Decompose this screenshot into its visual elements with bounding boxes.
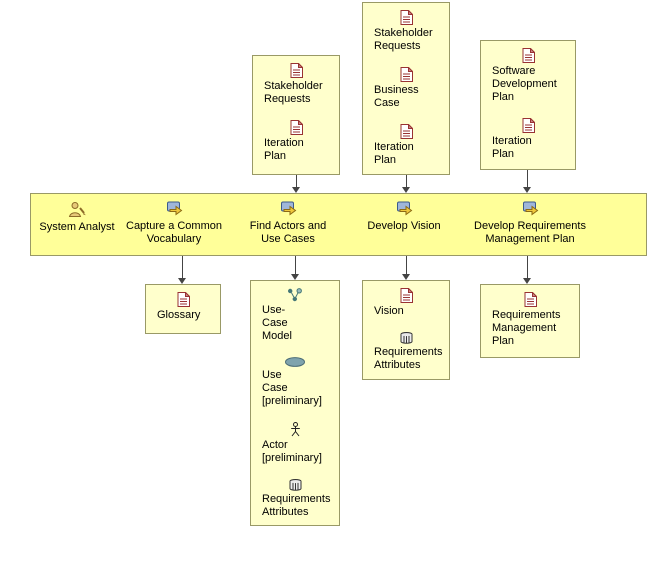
output-artifacts-box-vision: Vision Requirements Attributes bbox=[362, 280, 450, 380]
input-artifacts-box-req-mgmt-plan: Software Development Plan Iteration Plan bbox=[480, 40, 576, 170]
attributes-table-icon bbox=[400, 332, 413, 344]
output-artifacts-box-req-mgmt-plan: Requirements Management Plan bbox=[480, 284, 580, 358]
role-person-icon bbox=[67, 201, 87, 217]
document-icon bbox=[400, 124, 413, 139]
artifact-stakeholder-requests[interactable]: Stakeholder Requests bbox=[253, 63, 339, 106]
artifact-label: Business Case bbox=[374, 84, 419, 109]
activity-band bbox=[30, 193, 647, 256]
document-icon bbox=[400, 288, 413, 303]
artifact-label: Actor [preliminary] bbox=[262, 439, 322, 464]
document-icon bbox=[290, 120, 303, 135]
artifact-label: Use Case [preliminary] bbox=[262, 369, 322, 407]
activity-label: Develop Requirements Management Plan bbox=[474, 220, 586, 245]
artifact-use-case-preliminary[interactable]: Use Case [preliminary] bbox=[251, 357, 339, 408]
document-icon bbox=[522, 118, 535, 133]
activity-capture-a-common-vocabulary[interactable]: Capture a Common Vocabulary bbox=[126, 201, 222, 246]
artifact-label: Requirements Management Plan bbox=[492, 309, 561, 347]
artifact-iteration-plan[interactable]: Iteration Plan bbox=[363, 124, 449, 167]
flow-arrow-output-req-mgmt-plan bbox=[523, 256, 532, 284]
document-icon bbox=[400, 67, 413, 82]
flow-arrow-input-find-actors bbox=[292, 175, 301, 193]
use-case-model-icon bbox=[287, 288, 303, 302]
artifact-use-case-model[interactable]: Use-Case Model bbox=[251, 288, 339, 343]
flow-arrow-input-develop-vision bbox=[402, 175, 411, 193]
role-label: System Analyst bbox=[39, 221, 115, 233]
task-icon bbox=[278, 201, 298, 216]
actor-icon bbox=[290, 422, 301, 437]
artifact-requirements-attributes[interactable]: Requirements Attributes bbox=[363, 332, 449, 372]
artifact-business-case[interactable]: Business Case bbox=[363, 67, 449, 110]
artifact-label: Requirements Attributes bbox=[374, 346, 443, 371]
activity-label: Find Actors and Use Cases bbox=[249, 220, 327, 245]
input-artifacts-box-develop-vision: Stakeholder Requests Business Case Itera… bbox=[362, 2, 450, 175]
activity-label: Capture a Common Vocabulary bbox=[126, 220, 222, 245]
artifact-vision[interactable]: Vision bbox=[363, 288, 449, 318]
attributes-table-icon bbox=[289, 479, 302, 491]
flow-arrow-input-req-mgmt-plan bbox=[523, 170, 532, 193]
output-artifacts-box-use-case-model: Use-Case Model Use Case [preliminary] Ac… bbox=[250, 280, 340, 526]
artifact-label: Use-Case Model bbox=[262, 304, 292, 342]
artifact-software-development-plan[interactable]: Software Development Plan bbox=[481, 48, 575, 104]
artifact-label: Software Development Plan bbox=[492, 65, 557, 103]
document-icon bbox=[290, 63, 303, 78]
task-icon bbox=[164, 201, 184, 216]
artifact-requirements-attributes[interactable]: Requirements Attributes bbox=[251, 479, 339, 519]
artifact-requirements-management-plan[interactable]: Requirements Management Plan bbox=[481, 292, 579, 348]
document-icon bbox=[522, 48, 535, 63]
flow-arrow-output-vision bbox=[402, 256, 411, 280]
artifact-glossary[interactable]: Glossary bbox=[146, 292, 220, 322]
artifact-label: Stakeholder Requests bbox=[374, 27, 433, 52]
role-system-analyst[interactable]: System Analyst bbox=[34, 201, 120, 234]
use-case-ellipse-icon bbox=[285, 357, 305, 367]
activity-find-actors-and-use-cases[interactable]: Find Actors and Use Cases bbox=[242, 201, 334, 246]
artifact-label: Iteration Plan bbox=[264, 137, 304, 162]
flow-arrow-output-glossary bbox=[178, 256, 187, 284]
input-artifacts-box-find-actors: Stakeholder Requests Iteration Plan bbox=[252, 55, 340, 175]
activity-label: Develop Vision bbox=[367, 220, 441, 232]
artifact-iteration-plan[interactable]: Iteration Plan bbox=[481, 118, 575, 161]
document-icon bbox=[400, 10, 413, 25]
artifact-label: Vision bbox=[374, 305, 404, 317]
artifact-label: Stakeholder Requests bbox=[264, 80, 323, 105]
document-icon bbox=[177, 292, 190, 307]
flow-arrow-output-use-case-model bbox=[291, 256, 300, 280]
artifact-stakeholder-requests[interactable]: Stakeholder Requests bbox=[363, 10, 449, 53]
artifact-label: Glossary bbox=[157, 309, 201, 321]
output-artifacts-box-glossary: Glossary bbox=[145, 284, 221, 334]
artifact-label: Requirements Attributes bbox=[262, 493, 331, 518]
artifact-label: Iteration Plan bbox=[492, 135, 532, 160]
document-icon bbox=[524, 292, 537, 307]
artifact-iteration-plan[interactable]: Iteration Plan bbox=[253, 120, 339, 163]
task-icon bbox=[520, 201, 540, 216]
artifact-label: Iteration Plan bbox=[374, 141, 414, 166]
artifact-actor-preliminary[interactable]: Actor [preliminary] bbox=[251, 422, 339, 465]
activity-develop-vision[interactable]: Develop Vision bbox=[358, 201, 450, 233]
activity-develop-requirements-management-plan[interactable]: Develop Requirements Management Plan bbox=[470, 201, 590, 246]
task-icon bbox=[394, 201, 414, 216]
